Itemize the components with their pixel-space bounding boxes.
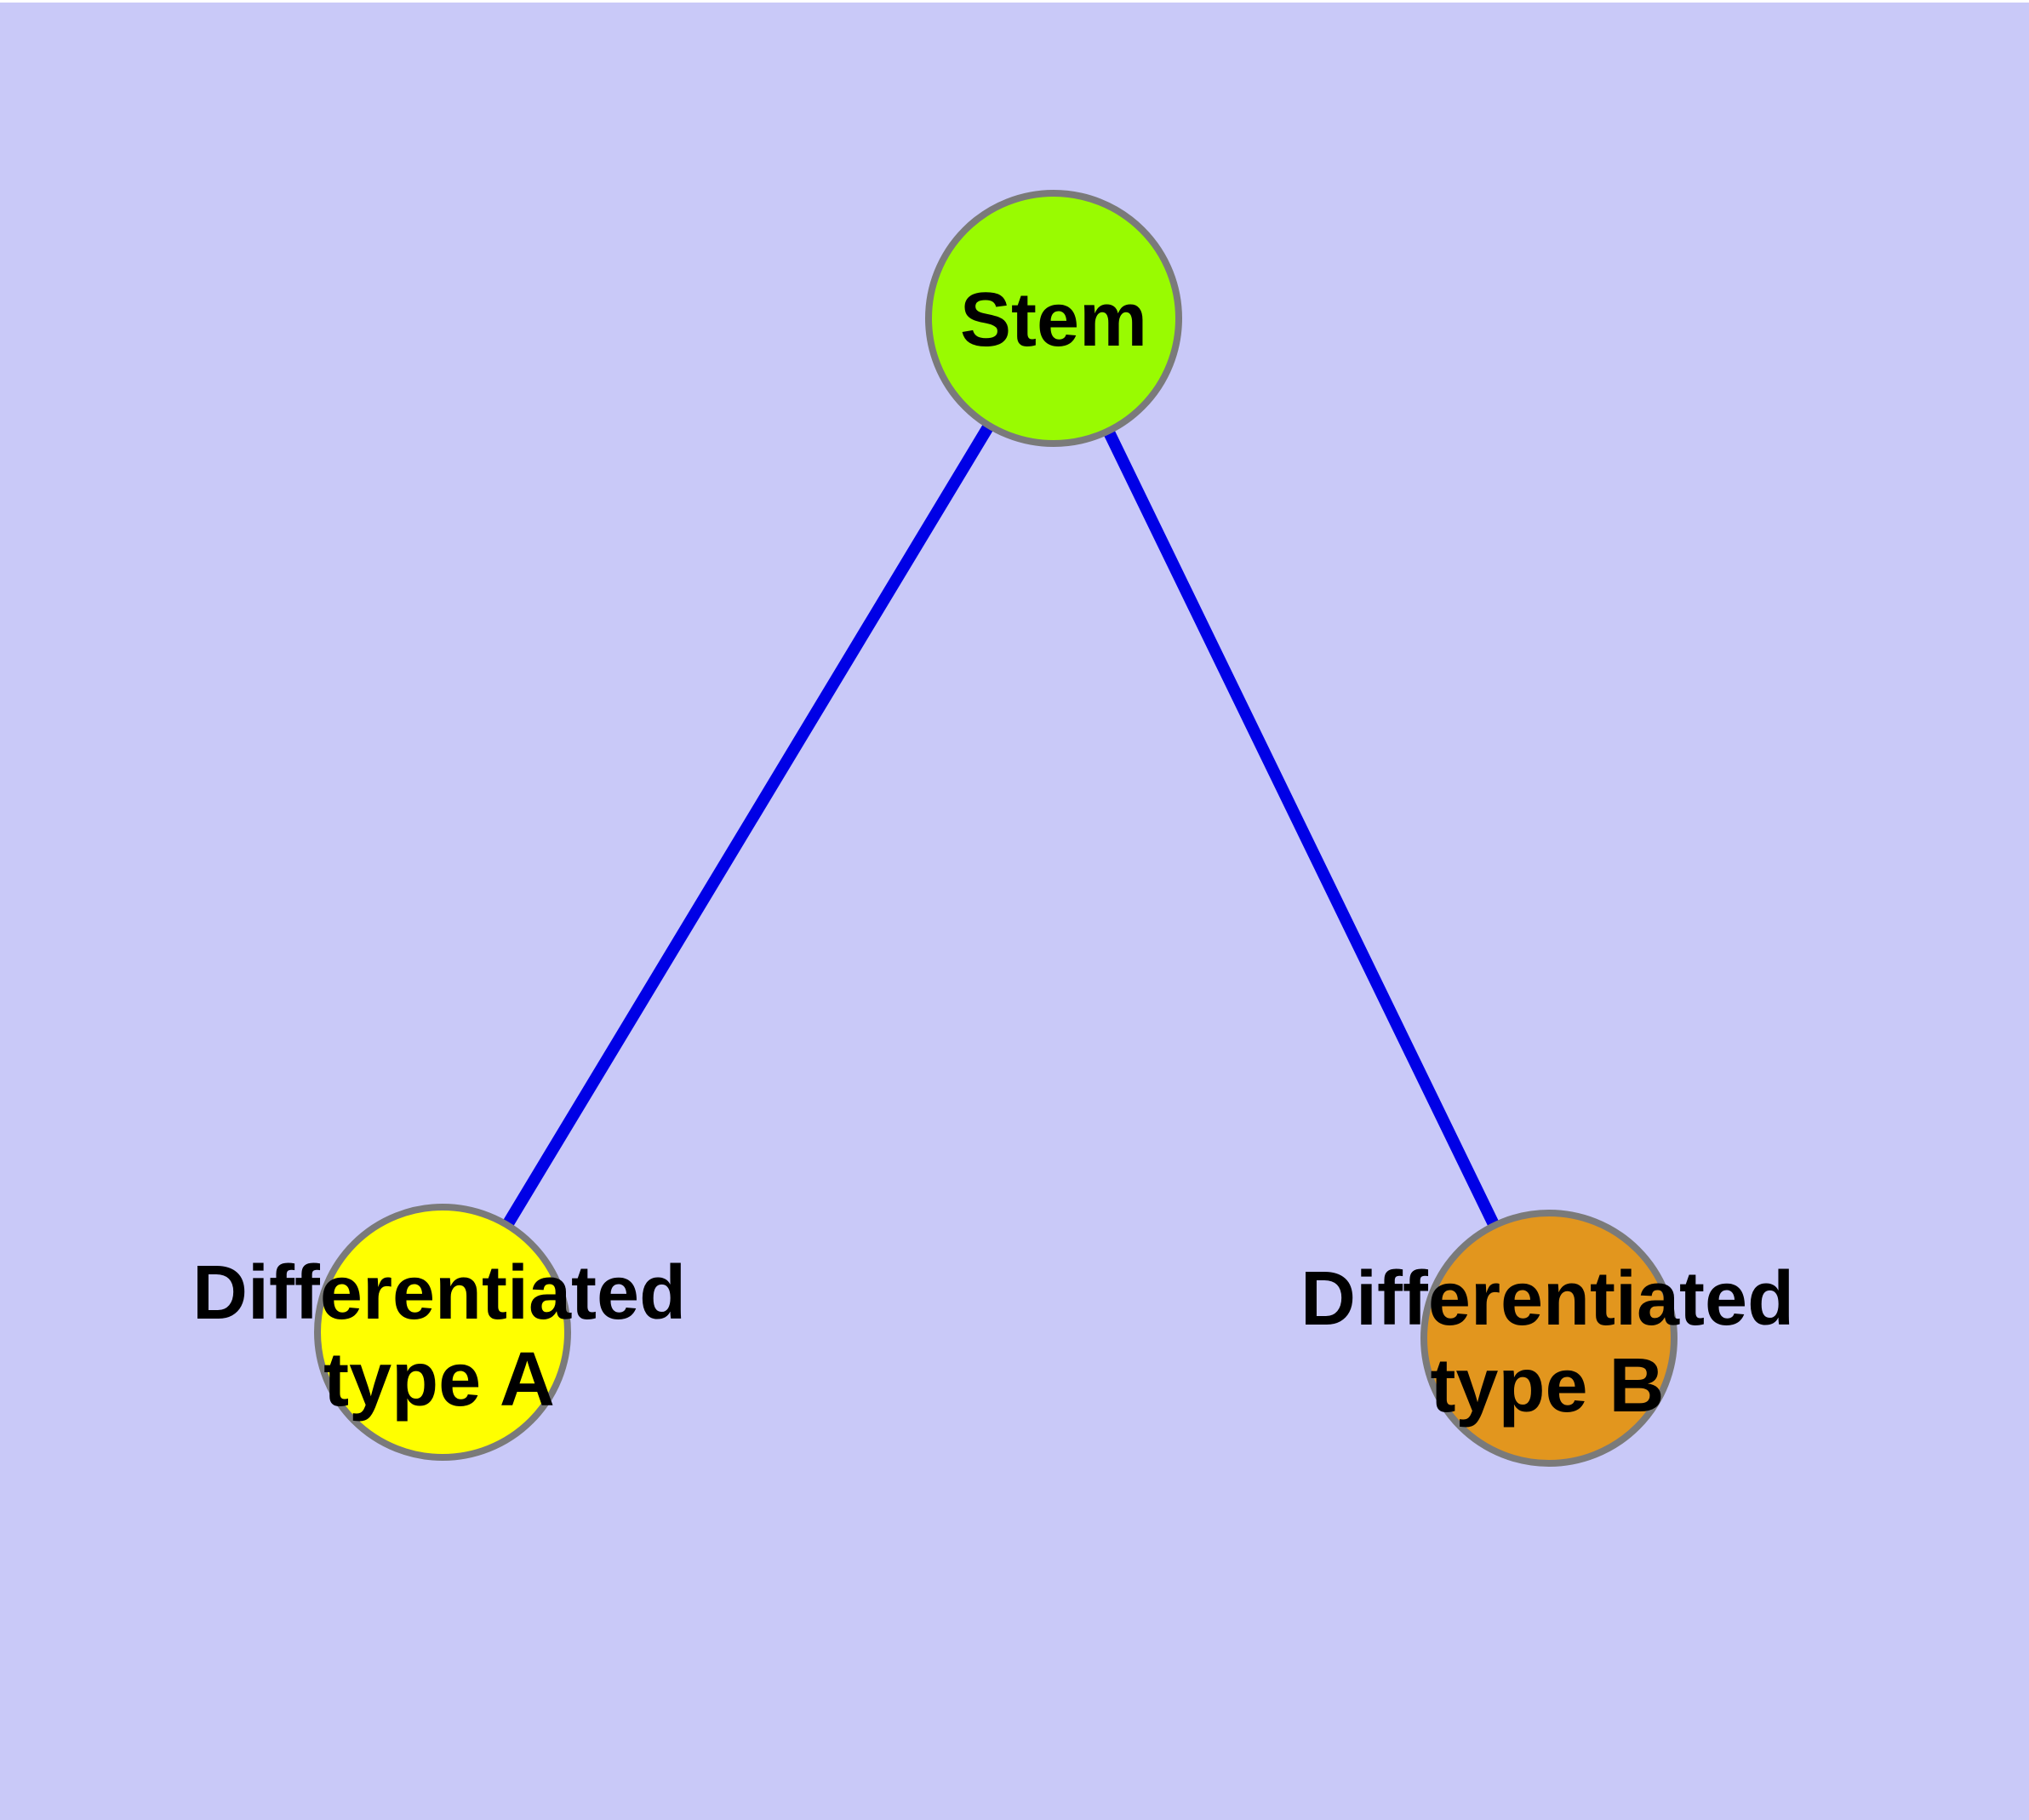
node-stem-label: Stem: [959, 278, 1148, 363]
node-stem-circle: [925, 190, 1182, 447]
node-type-b-circle: [1420, 1210, 1677, 1467]
node-type-a-label-line2: type A: [323, 1337, 555, 1422]
node-type-b-label-line2: type B: [1430, 1343, 1665, 1428]
edge-stem-to-type-b: [1048, 312, 1555, 1344]
node-type-b-label: Differentiated type B: [1300, 1256, 1794, 1429]
node-type-a-label-line1: Differentiated: [191, 1251, 687, 1336]
edge-stem-to-type-a: [437, 312, 1060, 1338]
node-type-b-label-line1: Differentiated: [1300, 1256, 1795, 1342]
node-type-a-label: Differentiated type A: [192, 1250, 686, 1423]
node-type-a-circle: [314, 1204, 571, 1461]
